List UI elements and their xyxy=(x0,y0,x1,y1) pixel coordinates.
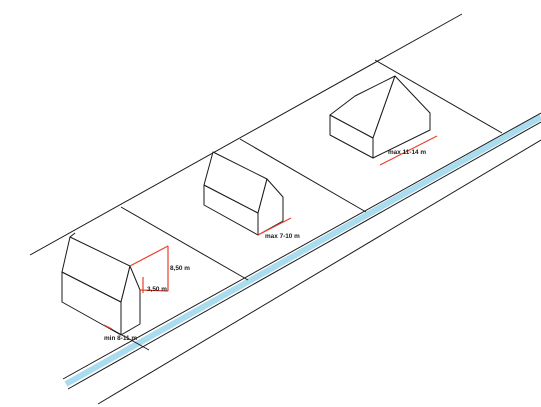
house-1 xyxy=(61,232,141,336)
height-eave-label: 3,50 m xyxy=(147,286,167,293)
house-3-gable-wall xyxy=(372,75,431,159)
width-small-label: max 7-10 m xyxy=(265,233,300,240)
road-edge-line xyxy=(97,139,541,405)
width-large-label: max 11-14 m xyxy=(388,149,426,156)
width-large-line xyxy=(379,135,438,166)
setback-mark xyxy=(103,324,113,330)
height-total-bottom-tick xyxy=(139,289,169,292)
plot-divider-1 xyxy=(120,206,249,281)
house-1-ridge-back xyxy=(69,232,76,238)
dimension-setback: min 8-11 m xyxy=(103,324,150,351)
dimension-width-large: max 11-14 m xyxy=(379,135,438,166)
canal-edge-top xyxy=(62,112,541,380)
plot-divider-3 xyxy=(374,59,503,134)
house-2-gable-wall xyxy=(257,178,284,236)
height-total-label: 8,50 m xyxy=(170,265,190,272)
dimension-height-total: 8,50 m xyxy=(129,245,190,292)
plot-divider-2 xyxy=(239,138,367,213)
height-total-top-tick xyxy=(129,245,169,267)
width-small-line xyxy=(257,217,292,236)
dimension-height-eave: 3,50 m xyxy=(142,277,167,293)
house-2 xyxy=(203,151,284,236)
dimension-width-small: max 7-10 m xyxy=(257,217,300,240)
house-1-gable-wall xyxy=(120,265,141,336)
canal-edge-bottom xyxy=(67,121,541,390)
back-boundary-line xyxy=(29,13,463,256)
canal xyxy=(62,112,541,390)
house-3 xyxy=(329,75,431,159)
setback-label: min 8-11 m xyxy=(104,335,137,342)
canal-water-strip xyxy=(64,114,541,387)
